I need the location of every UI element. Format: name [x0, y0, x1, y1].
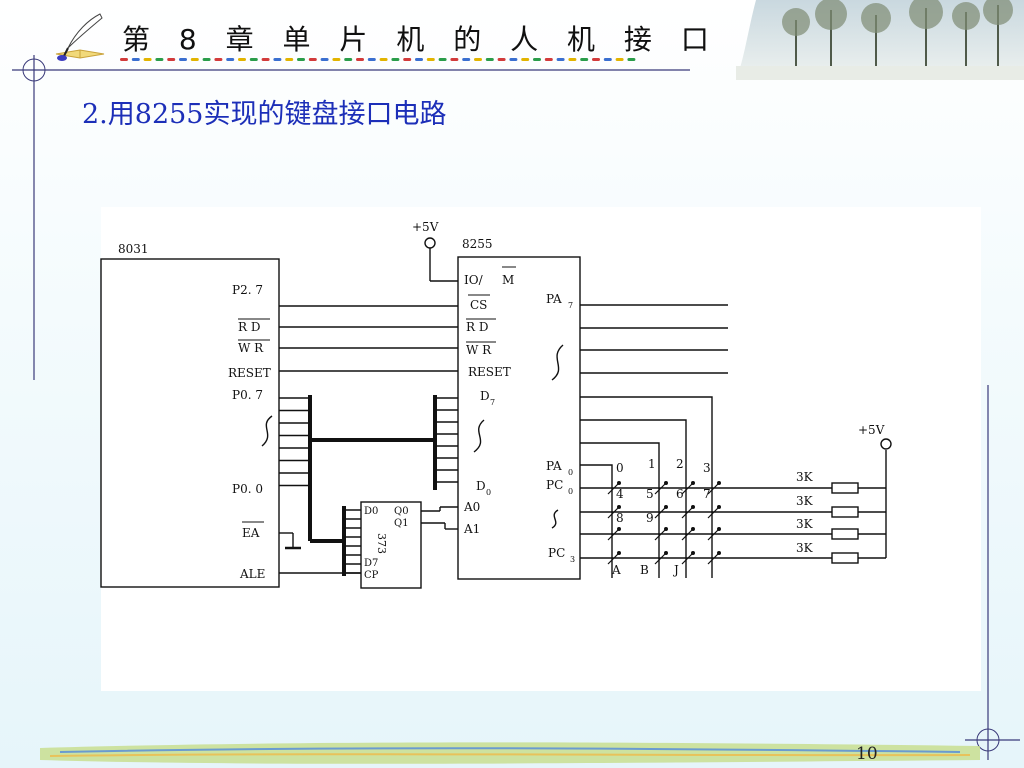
- key-label-9: 9: [646, 511, 654, 525]
- key-label-4: 4: [616, 487, 624, 501]
- pin-pa0-sub: 0: [568, 468, 573, 477]
- pin-pa7-sub: 7: [568, 301, 573, 310]
- section-title: 2.用8255实现的键盘接口电路: [82, 99, 447, 130]
- resistor-label-4: 3K: [796, 541, 814, 555]
- pin-p00: P0. 0: [232, 482, 263, 496]
- pin-rd-mcu: R D: [238, 320, 260, 334]
- resistor-label-1: 3K: [796, 470, 814, 484]
- pin-pa7: PA: [546, 292, 562, 306]
- pin-d0: D: [476, 479, 486, 493]
- pin-d0-sub: 0: [486, 488, 491, 497]
- pin-ale: ALE: [239, 567, 265, 581]
- latch-d7: D7: [364, 558, 378, 569]
- quill-logo: [55, 13, 105, 61]
- latch-d0: D0: [364, 506, 378, 517]
- page-number: 10: [856, 744, 878, 764]
- resistor-label-3: 3K: [796, 517, 814, 531]
- vcc-top-label: +5V: [412, 220, 439, 234]
- pin-pc0: PC: [546, 478, 563, 492]
- key-label-a: A: [611, 563, 621, 577]
- pin-ea: EA: [242, 526, 260, 540]
- pin-iom-m: M: [502, 273, 514, 287]
- mcu-label: 8031: [118, 242, 149, 256]
- key-label-5: 5: [646, 487, 654, 501]
- pin-iom: IO/: [464, 273, 484, 287]
- footer-band: [40, 742, 980, 764]
- pin-d7: D: [480, 389, 490, 403]
- header-photo: [736, 0, 1024, 80]
- pin-p07: P0. 7: [232, 388, 263, 402]
- latch-q1: Q1: [394, 518, 409, 529]
- pin-d7-sub: 7: [490, 398, 495, 407]
- pin-pc0-sub: 0: [568, 487, 573, 496]
- pin-wr-ppi: W R: [466, 343, 492, 357]
- key-label-1: 1: [648, 457, 656, 471]
- vcc-right-label: +5V: [858, 423, 885, 437]
- pin-rd-ppi: R D: [466, 320, 488, 334]
- key-label-b: B: [640, 563, 649, 577]
- key-label-3: 3: [703, 461, 711, 475]
- key-label-2: 2: [676, 457, 684, 471]
- key-label-8: 8: [616, 511, 624, 525]
- chapter-title: 第 8 章 单 片 机 的 人 机 接 口: [122, 23, 719, 56]
- key-label-0: 0: [616, 461, 624, 475]
- pin-reset-ppi: RESET: [468, 365, 511, 379]
- pin-pa0: PA: [546, 459, 562, 473]
- key-label-6: 6: [676, 487, 684, 501]
- pin-p27: P2. 7: [232, 283, 263, 297]
- key-label-j: J: [672, 563, 679, 577]
- ppi-8255-box: [457, 256, 581, 580]
- latch-label: 373: [375, 533, 388, 554]
- pin-pc3: PC: [548, 546, 565, 560]
- pin-pc3-sub: 3: [570, 555, 575, 564]
- resistor-label-2: 3K: [796, 494, 814, 508]
- latch-q0: Q0: [394, 506, 409, 517]
- latch-cp: CP: [364, 570, 379, 581]
- ppi-label: 8255: [462, 237, 493, 251]
- latch-373-box: [360, 501, 422, 589]
- pin-a0: A0: [463, 500, 480, 514]
- pin-cs: CS: [470, 298, 487, 312]
- key-label-7: 7: [703, 487, 711, 501]
- dotted-rule: [120, 58, 636, 61]
- pin-wr-mcu: W R: [238, 341, 264, 355]
- pin-a1: A1: [463, 522, 480, 536]
- diagram-panel: [101, 207, 981, 691]
- pin-reset-mcu: RESET: [228, 366, 271, 380]
